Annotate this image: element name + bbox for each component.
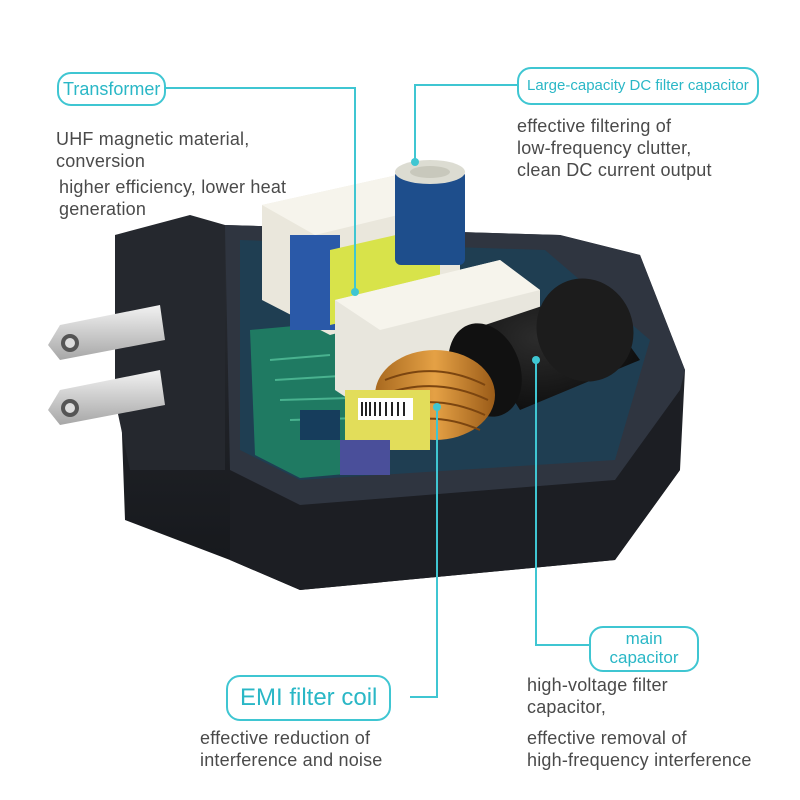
dc-capacitor-component — [395, 160, 465, 265]
emi-coil-component — [340, 350, 495, 475]
main-capacitor-component — [448, 278, 640, 417]
plug-prongs — [48, 305, 165, 425]
transformer-desc-a: UHF magnetic material, conversion — [56, 128, 249, 172]
emi-coil-label: EMI filter coil — [226, 675, 392, 721]
main-capacitor-desc-b: effective removal of high-frequency inte… — [527, 727, 752, 771]
transformer-desc-line: higher efficiency, lower heat — [59, 177, 287, 197]
main-capacitor-label: main capacitor — [589, 626, 699, 672]
dc-capacitor-label: Large-capacity DC filter capacitor — [517, 67, 759, 105]
emi-coil-desc-line: effective reduction of — [200, 728, 371, 748]
leader-lines — [165, 84, 590, 698]
dc-capacitor-desc-line: low-frequency clutter, — [517, 138, 692, 158]
emi-coil-desc: effective reduction of interference and … — [200, 727, 383, 771]
dc-capacitor-desc-line: clean DC current output — [517, 160, 712, 180]
transformer-desc-b: higher efficiency, lower heat generation — [59, 176, 286, 220]
dc-capacitor-desc: effective filtering of low-frequency clu… — [517, 115, 712, 181]
main-capacitor-desc-a: high-voltage filter capacitor, — [527, 674, 668, 718]
main-capacitor-desc-line: high-frequency interference — [527, 750, 752, 770]
main-capacitor-desc-line: high-voltage filter — [527, 675, 668, 695]
main-capacitor-desc-line: capacitor, — [527, 697, 607, 717]
leader-dots — [351, 158, 540, 411]
transformer-desc-line: conversion — [56, 151, 146, 171]
transformer-desc-line: generation — [59, 199, 147, 219]
dc-capacitor-desc-line: effective filtering of — [517, 116, 672, 136]
transformer-desc-line: UHF magnetic material, — [56, 129, 250, 149]
emi-coil-desc-line: interference and noise — [200, 750, 383, 770]
transformer-label: Transformer — [57, 72, 167, 106]
main-capacitor-label-line: capacitor — [609, 648, 679, 667]
main-capacitor-label-line: main — [625, 629, 663, 648]
main-capacitor-desc-line: effective removal of — [527, 728, 687, 748]
